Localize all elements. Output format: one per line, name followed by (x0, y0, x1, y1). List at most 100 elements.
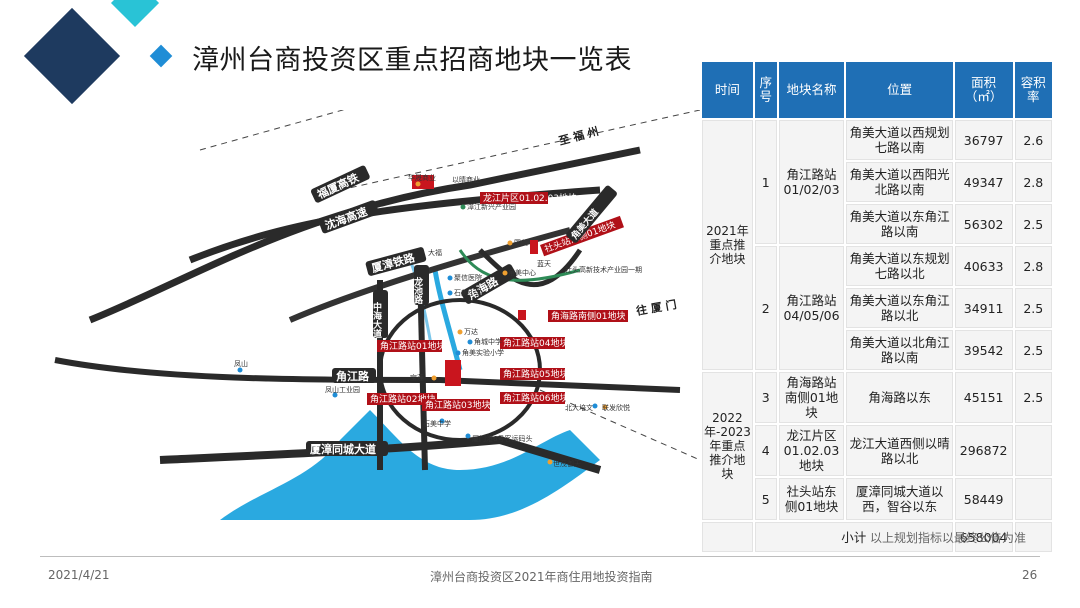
row-far: 2.5 (1014, 288, 1052, 328)
row-location: 龙江大道西侧以晴路以北 (846, 425, 953, 476)
decorative-diamond-navy (23, 7, 121, 105)
row-area: 49347 (954, 162, 1013, 202)
investment-zone-map: 龙江片区01.02.03地块 社头站东侧01地块 角海路南侧01地块 角江路站0… (54, 110, 700, 520)
parcel-jiaojiang-center (445, 360, 461, 386)
period-2022-2023: 2022年-2023年重点推介地块 (702, 372, 753, 520)
page-number: 26 (1022, 568, 1038, 582)
table-row: 角美大道以北角江路以南 39542 2.5 (702, 330, 1052, 370)
place-dot (467, 339, 473, 345)
parcel-label-longjiang: 龙江片区01.02.03地块 (483, 192, 577, 204)
parcel-label-j02: 角江路站02地块 (370, 393, 435, 405)
road-fuxia-rail (88, 146, 641, 324)
river-water (220, 410, 600, 520)
place-label: 联发欣悦 (602, 403, 630, 412)
row-far: 2.5 (1014, 330, 1052, 370)
parcel-label-j02-bg (367, 393, 437, 405)
parcel-label-j05: 角江路站05地块 (503, 368, 568, 380)
parcel-label-jiaohai: 角海路南侧01地块 (551, 310, 625, 322)
road-label-jiaomei-bg (566, 185, 617, 243)
row-far: 2.8 (1014, 246, 1052, 286)
place-label: 聚信医院 (454, 273, 482, 282)
road-label-shenhai-bg (318, 200, 379, 234)
footer-document-title: 漳州台商投资区2021年商住用地投资指南 (430, 570, 653, 584)
subtotal-far-empty (1014, 522, 1052, 552)
place-label: 凤山工业园 (325, 385, 360, 394)
parcel-label-j03-bg (422, 399, 490, 411)
road-jiaojiang (54, 357, 681, 393)
planning-note: 以上规划指标以最终公告为准 (870, 531, 1027, 545)
place-label: 华晟商业 (408, 173, 436, 182)
table-row: 2021年重点推介地块 1 角江路站01/02/03 角美大道以西规划七路以南 … (702, 120, 1052, 370)
title-bullet-icon (149, 44, 173, 68)
row-area: 56302 (954, 204, 1013, 244)
row-location: 厦漳同城大道以西，智谷以东 (846, 478, 953, 520)
table-header-row: 时间 序号 地块名称 位置 面积（㎡） 容积率 (702, 62, 1052, 118)
row-far (1014, 478, 1052, 520)
place-dot (431, 375, 437, 381)
road-label-fuxia-bg (310, 165, 370, 203)
place-label: 角城中学 (474, 337, 502, 346)
row-far: 2.5 (1014, 372, 1052, 423)
parcel-label-j05-bg (500, 368, 565, 380)
place-label: 万达 (464, 327, 478, 336)
road-label-fuzhou: 至 福 州 (557, 124, 600, 148)
place-label: 大福 (428, 248, 442, 257)
place-label: 角美中心 (508, 268, 536, 277)
road-label-jiaojiang-bg (332, 368, 376, 383)
row-far: 2.6 (1014, 120, 1052, 160)
place-dot (602, 404, 608, 410)
road-label-longchi: 龙池路 (412, 276, 424, 305)
road-label-zhonghai-bg (373, 290, 388, 338)
parcel-label-j01: 角江路站01地块 (380, 340, 445, 352)
row-location: 角美大道以东规划七路以北 (846, 246, 953, 286)
place-dot (457, 329, 463, 335)
place-dot (447, 275, 453, 281)
place-label: 北大培文 (565, 403, 593, 412)
parcel-jiaohai (518, 310, 526, 320)
place-label: 凤山 (234, 359, 248, 368)
row-location: 角美大道以东角江路以北 (846, 288, 953, 328)
place-label: 以晴商业 (452, 175, 480, 184)
row-area: 34911 (954, 288, 1013, 328)
table-row: 角美大道以东角江路以北 34911 2.5 (702, 288, 1052, 328)
header-seq: 序号 (754, 62, 777, 118)
place-label: 石美小学 (454, 288, 482, 297)
period-2021: 2021年重点推介地块 (702, 120, 753, 370)
place-dot (237, 367, 243, 373)
parcel-label-j04-bg (500, 337, 565, 349)
footer-divider (40, 556, 1040, 557)
place-label: 社头高新技术产业园一期 (565, 265, 642, 274)
table-row: 4 龙江片区01.02.03地块 龙江大道西侧以晴路以北 296872 (702, 425, 1052, 476)
place-dot (460, 204, 466, 210)
row-name: 角海路站南侧01地块 (778, 372, 845, 423)
subtotal-empty (702, 522, 753, 552)
row-location: 角美大道以东角江路以南 (846, 204, 953, 244)
road-label-longchi-bg (414, 265, 429, 305)
footer-date: 2021/4/21 (48, 568, 110, 582)
header-area: 面积（㎡） (954, 62, 1013, 118)
road-jiaomei (478, 248, 583, 287)
row-area: 45151 (954, 372, 1013, 423)
road-label-shenhai: 沈海高速 (323, 204, 369, 232)
parcel-label-jiaohai-bg (548, 310, 628, 322)
table-subtotal-row: 小计 658004 (702, 522, 1052, 552)
row-seq: 4 (754, 425, 777, 476)
place-dot (592, 403, 598, 409)
header-location: 位置 (846, 62, 953, 118)
row-name: 角江路站04/05/06 (778, 246, 845, 370)
row-area: 39542 (954, 330, 1013, 370)
row-name: 社头站东侧01地块 (778, 478, 845, 520)
place-label: 漳江新兴产业园 (467, 202, 516, 211)
decorative-diamond-cyan (110, 0, 160, 28)
place-label: 宝莲 (410, 373, 424, 382)
place-dot (547, 459, 553, 465)
row-seq: 1 (754, 120, 777, 244)
table-row: 角美大道以西阳光北路以南 49347 2.8 (702, 162, 1052, 202)
road-label-xiamen: 往 厦 门 (635, 297, 677, 318)
place-label: 蓝天 (537, 259, 551, 268)
row-name: 角江路站01/02/03 (778, 120, 845, 244)
row-location: 角美大道以西规划七路以南 (846, 120, 953, 160)
parcel-label-j03: 角江路站03地块 (425, 399, 490, 411)
row-seq: 3 (754, 372, 777, 423)
row-far: 2.8 (1014, 162, 1052, 202)
